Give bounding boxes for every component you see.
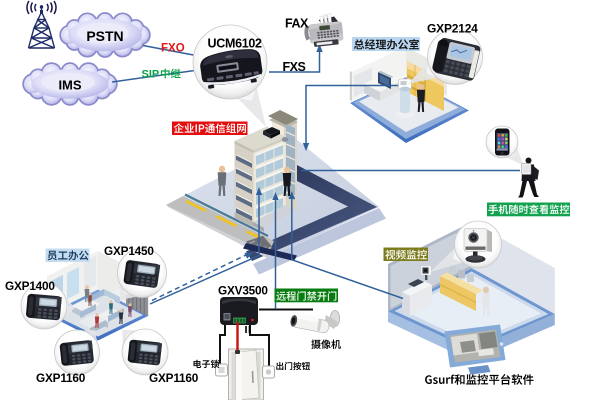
svg-text:GXP1160: GXP1160 — [36, 371, 86, 385]
svg-text:GXP1400: GXP1400 — [5, 279, 55, 293]
svg-text:GXP1450: GXP1450 — [104, 244, 154, 258]
svg-text:PSTN: PSTN — [86, 28, 123, 44]
svg-text:GXP2124: GXP2124 — [427, 22, 478, 36]
svg-text:UCM6102: UCM6102 — [208, 37, 263, 51]
svg-text:IMS: IMS — [58, 78, 81, 93]
svg-text:FXO: FXO — [161, 43, 185, 55]
svg-text:GXV3500: GXV3500 — [218, 284, 268, 298]
svg-text:FXS: FXS — [283, 60, 306, 74]
svg-text:GXP1160: GXP1160 — [149, 371, 199, 385]
svg-text:FAX: FAX — [285, 17, 309, 31]
svg-text:SIP: SIP — [142, 69, 160, 81]
